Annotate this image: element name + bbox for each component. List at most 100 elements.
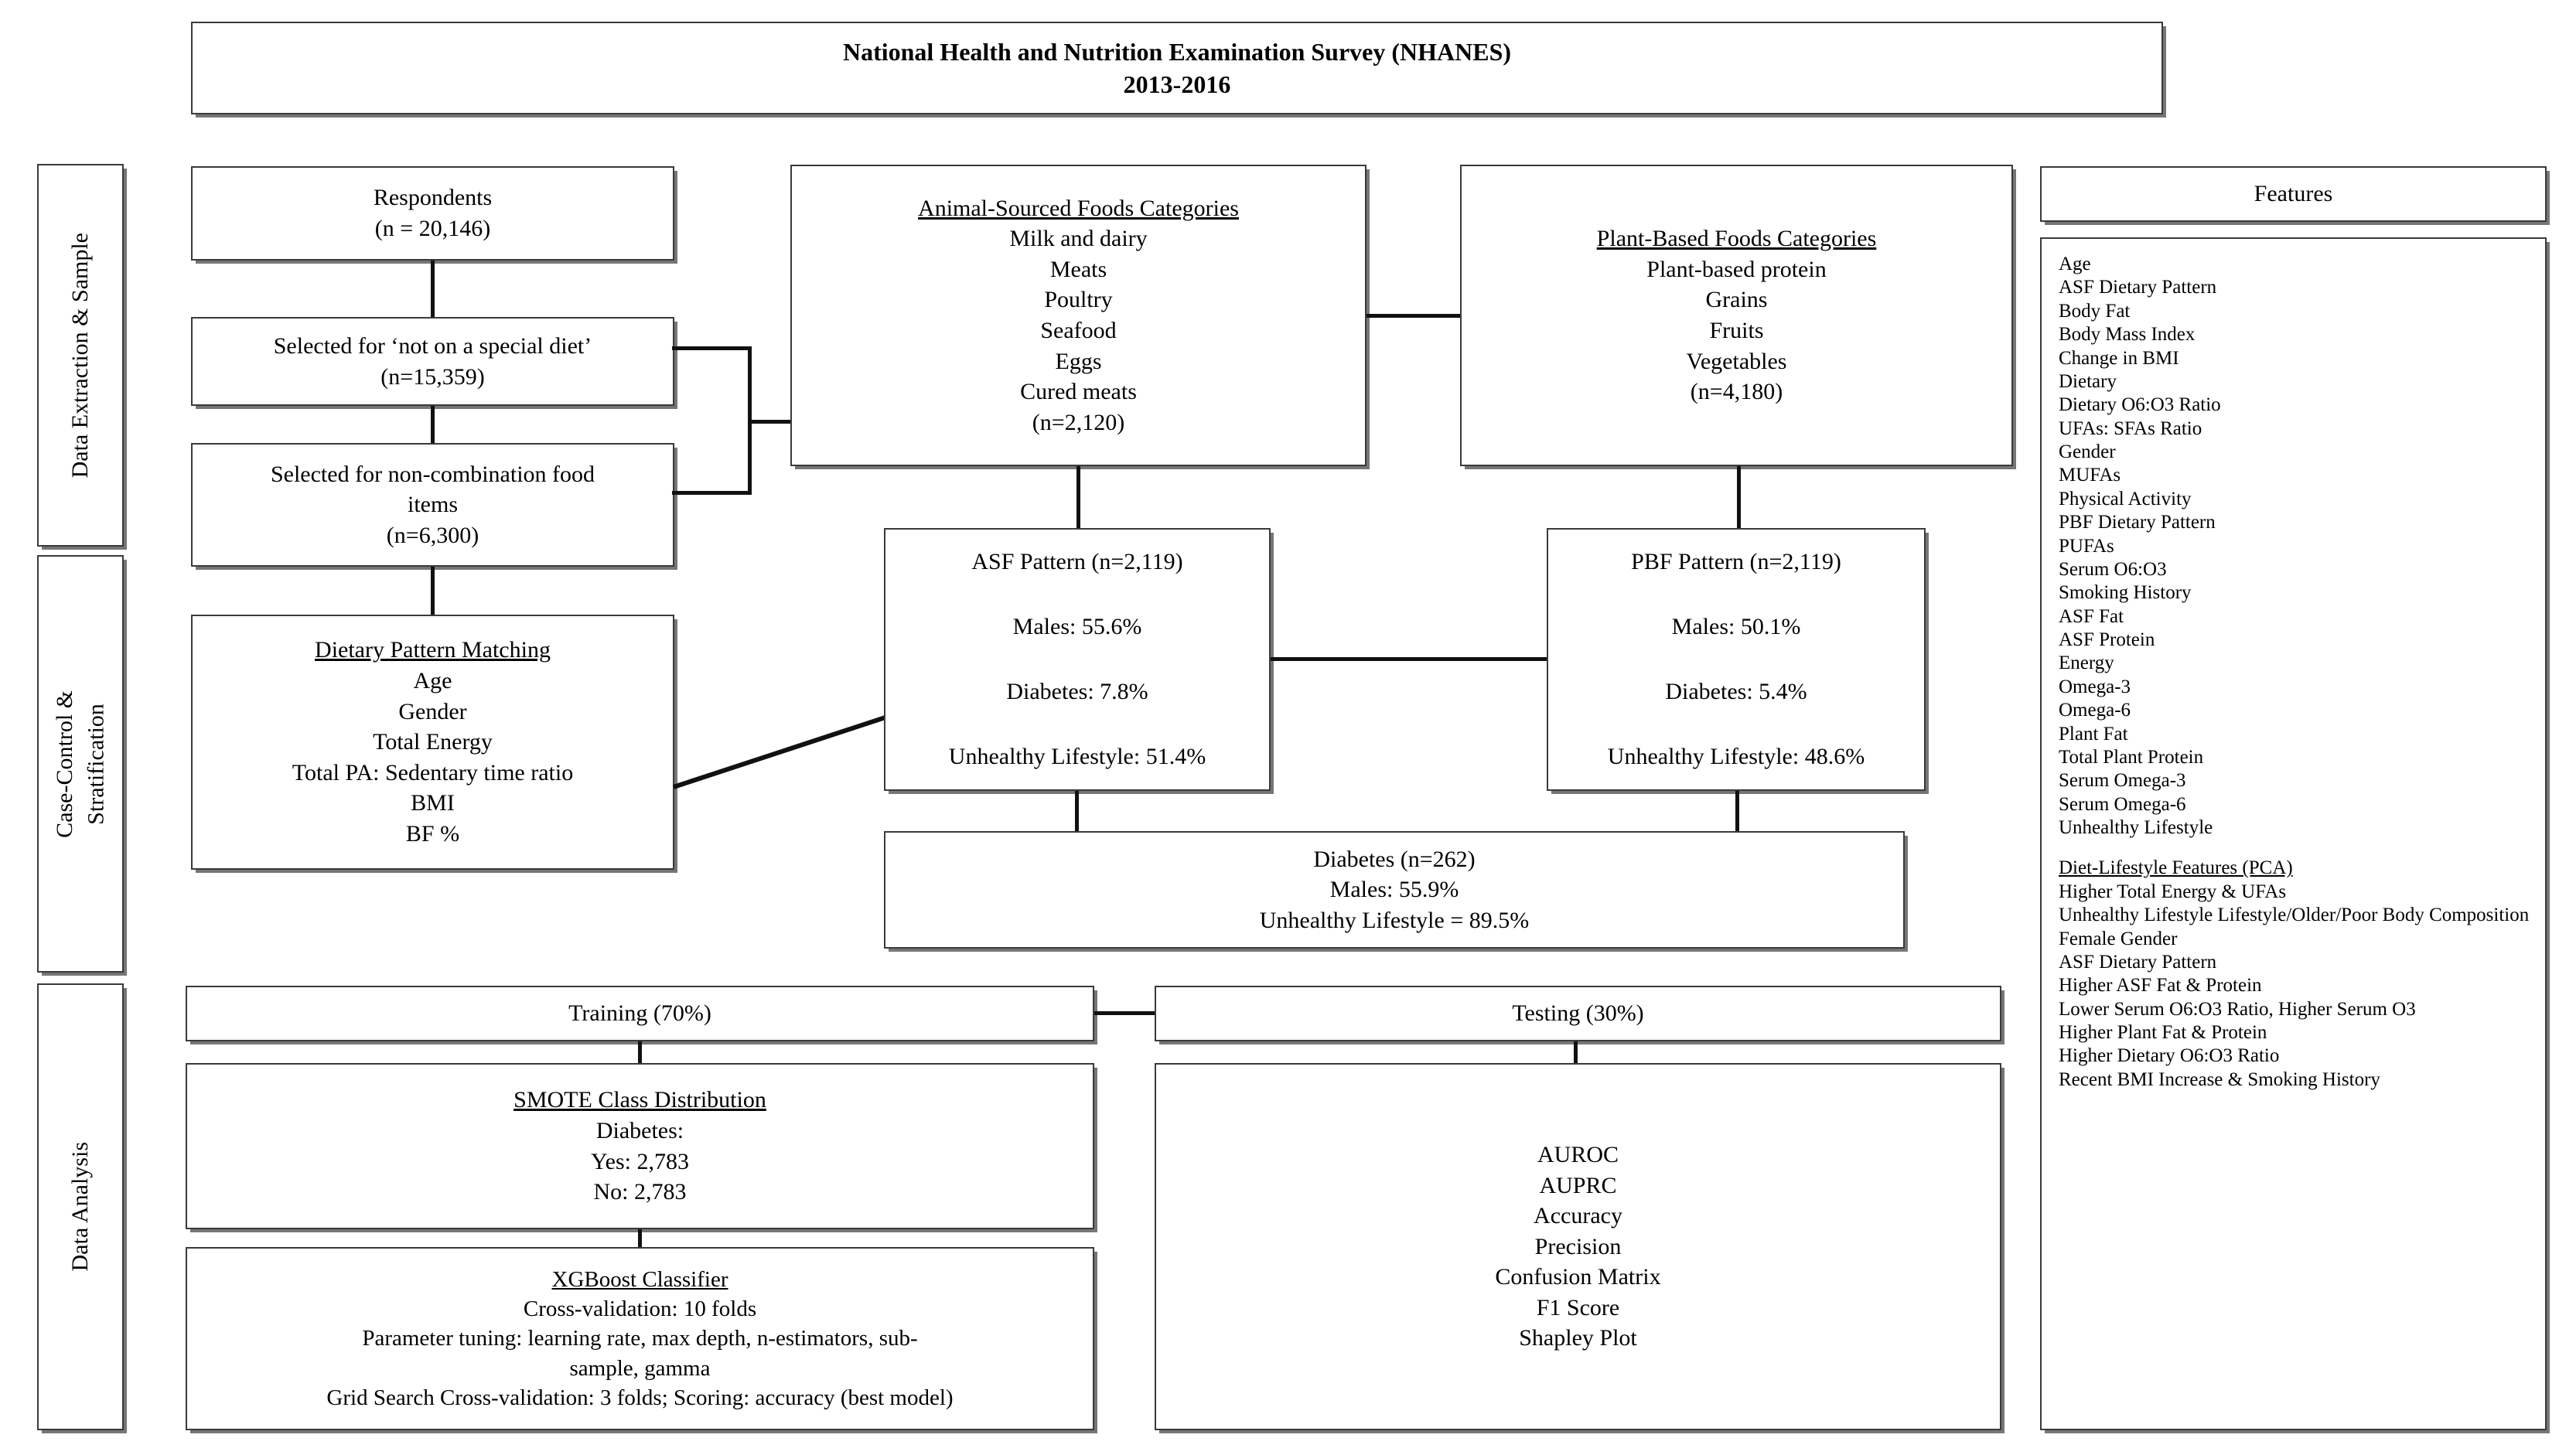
asf-category-meats: Meats — [1049, 256, 1107, 282]
dietary-matching-item-bf: BF % — [405, 820, 460, 847]
smote-title: SMOTE Class Distribution — [513, 1087, 766, 1113]
dietary-matching-item-pa-ratio: Total PA: Sedentary time ratio — [292, 759, 574, 785]
title-line2: 2013-2016 — [1123, 70, 1231, 98]
asf-pattern-line1: ASF Pattern (n=2,119) — [971, 549, 1183, 575]
feature-item: Dietary O6:O3 Ratio — [2059, 394, 2221, 416]
feature-item: Plant Fat — [2059, 723, 2128, 745]
training-box: Training (70%) — [186, 986, 1094, 1041]
asf-category-eggs: Eggs — [1055, 348, 1102, 374]
sidebar-item-data-analysis: Data Analysis — [37, 983, 124, 1430]
diabetes-unhealthy: Unhealthy Lifestyle = 89.5% — [1259, 907, 1530, 933]
connector-training-to-testing — [1094, 1011, 1156, 1015]
feature-item: Omega-3 — [2059, 676, 2131, 697]
connector-non-combination-to-dietary-matching — [431, 567, 435, 615]
diabetes-bracket-right-arm — [1735, 791, 1739, 836]
pca-feature-item: Higher ASF Fat & Protein — [2059, 975, 2262, 997]
metrics-box: AUROC AUPRC Accuracy Precision Confusion… — [1155, 1063, 2001, 1430]
pca-feature-item: Female Gender — [2059, 928, 2178, 949]
pbf-category-grains: Grains — [1705, 287, 1768, 313]
pca-section-heading: Diet-Lifestyle Features (PCA) — [2059, 857, 2293, 879]
asf-pattern-box: ASF Pattern (n=2,119) Males: 55.6% Diabe… — [884, 528, 1271, 791]
pbf-pattern-unhealthy: Unhealthy Lifestyle: 48.6% — [1607, 744, 1865, 770]
pbf-pattern-line1: PBF Pattern (n=2,119) — [1631, 549, 1841, 575]
connector-asf-to-pbf-categories — [1366, 314, 1462, 318]
metric-precision: Precision — [1534, 1233, 1622, 1259]
feature-item: PBF Dietary Pattern — [2059, 512, 2216, 533]
pca-feature-item: Higher Plant Fat & Protein — [2059, 1022, 2267, 1043]
title-line1: National Health and Nutrition Examinatio… — [842, 37, 1512, 66]
dietary-matching-item-age: Age — [413, 668, 452, 694]
pca-feature-item: Unhealthy Lifestyle Lifestyle/Older/Poor… — [2059, 905, 2530, 926]
metric-auprc: AUPRC — [1539, 1172, 1617, 1198]
sidebar-item-data-analysis-label: Data Analysis — [67, 1142, 93, 1272]
feature-item: Age — [2059, 254, 2091, 274]
smote-no-count: No: 2,783 — [593, 1179, 687, 1205]
pbf-category-vegetables: Vegetables — [1686, 348, 1787, 374]
pbf-pattern-diabetes: Diabetes: 5.4% — [1665, 679, 1807, 705]
non-combination-line3: (n=6,300) — [386, 522, 479, 548]
feature-item: Gender — [2059, 441, 2116, 462]
features-header-box: Features — [2040, 166, 2547, 222]
features-list-box: Age ASF Dietary Pattern Body Fat Body Ma… — [2040, 237, 2547, 1430]
smote-box: SMOTE Class Distribution Diabetes: Yes: … — [186, 1063, 1094, 1229]
diabetes-males: Males: 55.9% — [1329, 877, 1459, 903]
special-diet-line1: Selected for ‘not on a special diet’ — [273, 332, 592, 359]
non-combination-box: Selected for non-combination food items … — [191, 443, 674, 567]
xgboost-grid-search: Grid Search Cross-validation: 3 folds; S… — [326, 1385, 954, 1410]
feature-item: Energy — [2059, 653, 2114, 674]
dietary-matching-title: Dietary Pattern Matching — [315, 637, 551, 663]
connector-smote-to-xgboost — [638, 1229, 642, 1249]
xgboost-cross-validation: Cross-validation: 10 folds — [523, 1297, 757, 1322]
feature-item: Serum Omega-6 — [2059, 793, 2186, 815]
dietary-matching-item-total-energy: Total Energy — [373, 729, 493, 755]
respondents-line1: Respondents — [373, 185, 493, 211]
pca-feature-item: Lower Serum O6:O3 Ratio, Higher Serum O3 — [2059, 998, 2416, 1020]
pca-feature-item: Recent BMI Increase & Smoking History — [2059, 1068, 2380, 1090]
testing-label: Testing (30%) — [1512, 1000, 1644, 1027]
training-label: Training (70%) — [568, 1000, 711, 1027]
feature-item: ASF Protein — [2059, 629, 2155, 650]
feature-item: Dietary — [2059, 370, 2117, 392]
feature-item: UFAs: SFAs Ratio — [2059, 417, 2202, 439]
sidebar-item-data-extraction: Data Extraction & Sample — [37, 164, 124, 547]
feature-item: Body Fat — [2059, 300, 2131, 322]
pca-feature-item: Higher Total Energy & UFAs — [2059, 881, 2287, 902]
asf-categories-box: Animal-Sourced Foods Categories Milk and… — [790, 165, 1366, 466]
asf-categories-count: (n=2,120) — [1032, 409, 1125, 435]
diabetes-bracket-left-arm — [1075, 791, 1079, 836]
feature-item: ASF Fat — [2059, 605, 2124, 627]
connector-dietary-matching-to-asf-pattern — [673, 712, 896, 789]
feature-item: Serum O6:O3 — [2059, 558, 2167, 580]
testing-box: Testing (30%) — [1155, 986, 2001, 1041]
connector-training-to-smote — [638, 1041, 642, 1065]
sidebar-item-data-extraction-label: Data Extraction & Sample — [67, 232, 93, 479]
metric-f1-score: F1 Score — [1536, 1294, 1620, 1320]
feature-item: Physical Activity — [2059, 488, 2192, 509]
diabetes-line1: Diabetes (n=262) — [1313, 846, 1476, 872]
metric-accuracy: Accuracy — [1534, 1203, 1622, 1229]
pbf-categories-box: Plant-Based Foods Categories Plant-based… — [1460, 165, 2013, 466]
connector-asf-categories-to-asf-pattern — [1076, 466, 1080, 528]
pbf-categories-count: (n=4,180) — [1690, 379, 1783, 405]
metric-confusion-matrix: Confusion Matrix — [1495, 1264, 1661, 1290]
smote-yes-count: Yes: 2,783 — [591, 1148, 689, 1174]
features-list-spacer — [2059, 840, 2533, 857]
smote-diabetes-label: Diabetes: — [595, 1117, 684, 1143]
pbf-pattern-males: Males: 50.1% — [1671, 614, 1801, 640]
pca-feature-item: Higher Dietary O6:O3 Ratio — [2059, 1045, 2280, 1067]
pbf-category-protein: Plant-based protein — [1646, 256, 1827, 282]
feature-item: Unhealthy Lifestyle — [2059, 817, 2213, 838]
asf-pattern-diabetes: Diabetes: 7.8% — [1006, 679, 1148, 705]
connector-testing-to-metrics — [1574, 1041, 1578, 1065]
non-combination-line2: items — [408, 492, 458, 518]
pbf-pattern-box: PBF Pattern (n=2,119) Males: 50.1% Diabe… — [1547, 528, 1926, 791]
metric-auroc: AUROC — [1537, 1141, 1619, 1167]
respondents-line2: (n = 20,146) — [374, 216, 491, 241]
asf-category-cured-meats: Cured meats — [1020, 379, 1137, 405]
asf-category-seafood: Seafood — [1040, 318, 1117, 343]
feature-item: Omega-6 — [2059, 700, 2131, 721]
feature-item: Change in BMI — [2059, 347, 2179, 369]
bracket-bottom-arm — [672, 491, 752, 495]
metric-shapley-plot: Shapley Plot — [1519, 1325, 1637, 1351]
